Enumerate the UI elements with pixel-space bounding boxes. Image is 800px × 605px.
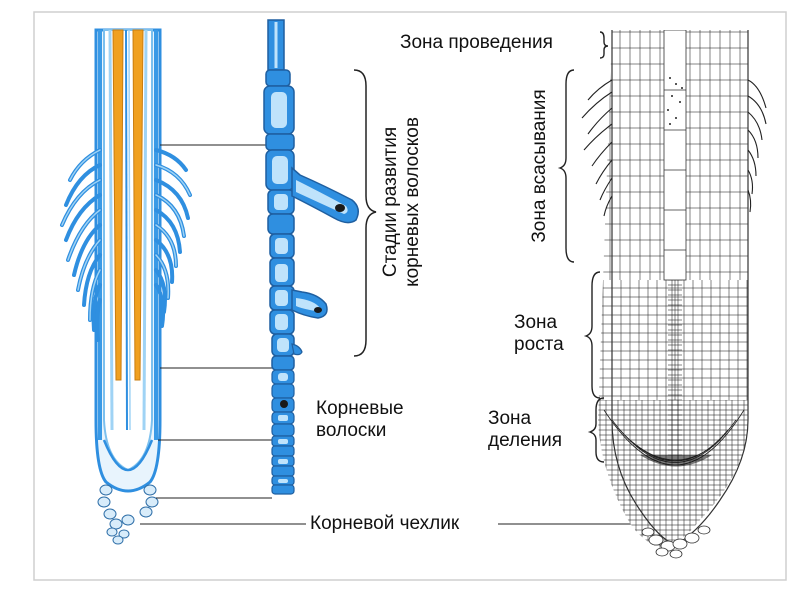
stages-brace — [353, 69, 377, 357]
right-root — [581, 30, 767, 559]
hair-development-chain — [263, 19, 359, 495]
leader-lines — [140, 144, 668, 525]
label-zone-division: Зона деления — [488, 408, 563, 451]
zone-braces — [557, 31, 609, 463]
label-zone-conduction: Зона проведения — [400, 32, 553, 53]
label-zone-absorption: Зона всасывания — [529, 89, 550, 243]
frame-border — [33, 11, 787, 581]
left-root — [60, 28, 192, 545]
label-zone-growth: Зона роста — [514, 312, 564, 355]
label-hair-stages: Стадии развития корневых волосков — [380, 117, 423, 287]
label-root-cap: Корневой чехлик — [310, 513, 460, 534]
label-root-hairs: Корневые волоски — [316, 398, 404, 441]
